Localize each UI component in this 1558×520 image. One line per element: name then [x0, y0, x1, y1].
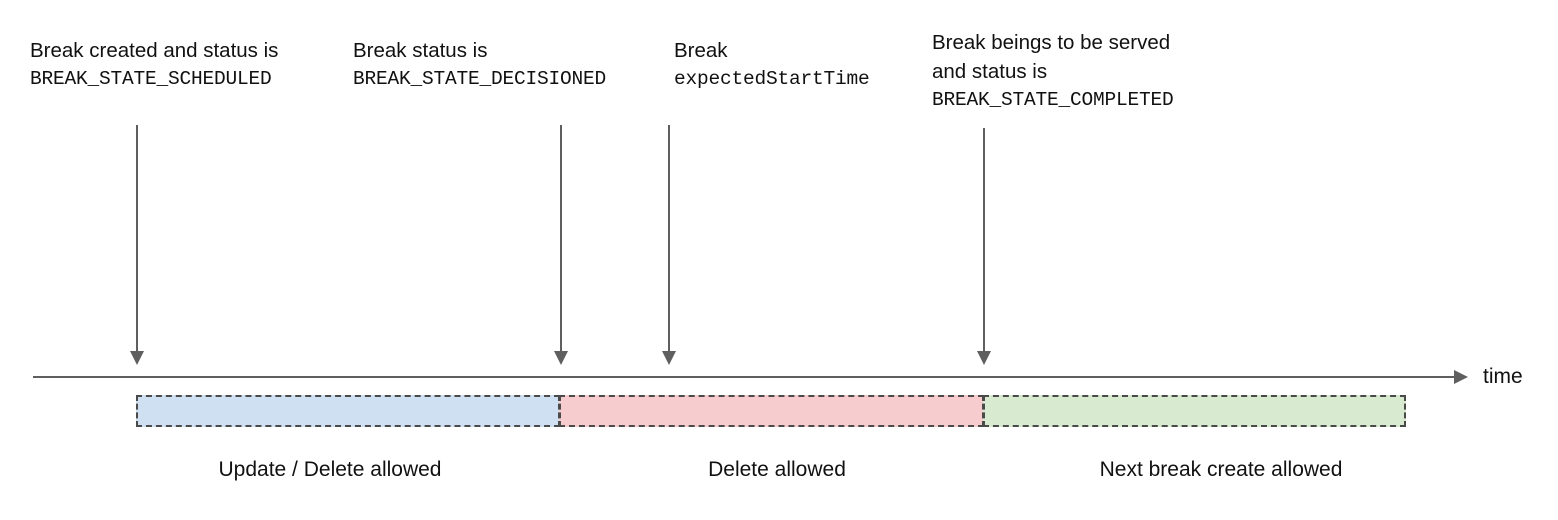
phase-caption-completed: Next break create allowed	[1099, 458, 1343, 481]
annotation-scheduled: Break created and status is BREAK_STATE_…	[30, 36, 278, 94]
phase-bar-scheduled	[136, 395, 560, 427]
arrow-shaft	[983, 128, 985, 352]
time-axis	[33, 370, 1468, 384]
annotation-completed-line3: BREAK_STATE_COMPLETED	[932, 89, 1174, 111]
annotation-expected-start-time-line2: expectedStartTime	[674, 68, 870, 90]
phase-bar-decisioned	[559, 395, 984, 427]
arrow-shaft	[560, 125, 562, 352]
arrow-head	[554, 351, 568, 365]
annotation-scheduled-line2: BREAK_STATE_SCHEDULED	[30, 68, 272, 90]
arrow-head	[130, 351, 144, 365]
annotation-completed-line2: and status is	[932, 60, 1048, 83]
arrow-down-icon-expected-start-time	[662, 125, 676, 365]
axis-line	[33, 376, 1455, 378]
time-axis-label: time	[1483, 365, 1523, 388]
arrow-right-icon	[1454, 370, 1468, 384]
arrow-down-icon-completed	[977, 128, 991, 365]
phase-caption-decisioned: Delete allowed	[708, 458, 846, 481]
phase-bar-completed	[983, 395, 1406, 427]
annotation-decisioned-line2: BREAK_STATE_DECISIONED	[353, 68, 607, 90]
annotation-expected-start-time: Break expectedStartTime	[674, 36, 870, 94]
annotation-completed-line1: Break beings to be served	[932, 31, 1171, 54]
arrow-head	[977, 351, 991, 365]
annotation-completed: Break beings to be served and status is …	[932, 28, 1174, 115]
annotation-expected-start-time-line1: Break	[674, 39, 728, 62]
arrow-head	[662, 351, 676, 365]
arrow-down-icon-scheduled	[130, 125, 144, 365]
arrow-down-icon-decisioned	[554, 125, 568, 365]
annotation-decisioned-line1: Break status is	[353, 39, 488, 62]
arrow-shaft	[668, 125, 670, 352]
phase-caption-scheduled: Update / Delete allowed	[218, 458, 442, 481]
annotation-decisioned: Break status is BREAK_STATE_DECISIONED	[353, 36, 606, 94]
annotation-scheduled-line1: Break created and status is	[30, 39, 279, 62]
arrow-shaft	[136, 125, 138, 352]
